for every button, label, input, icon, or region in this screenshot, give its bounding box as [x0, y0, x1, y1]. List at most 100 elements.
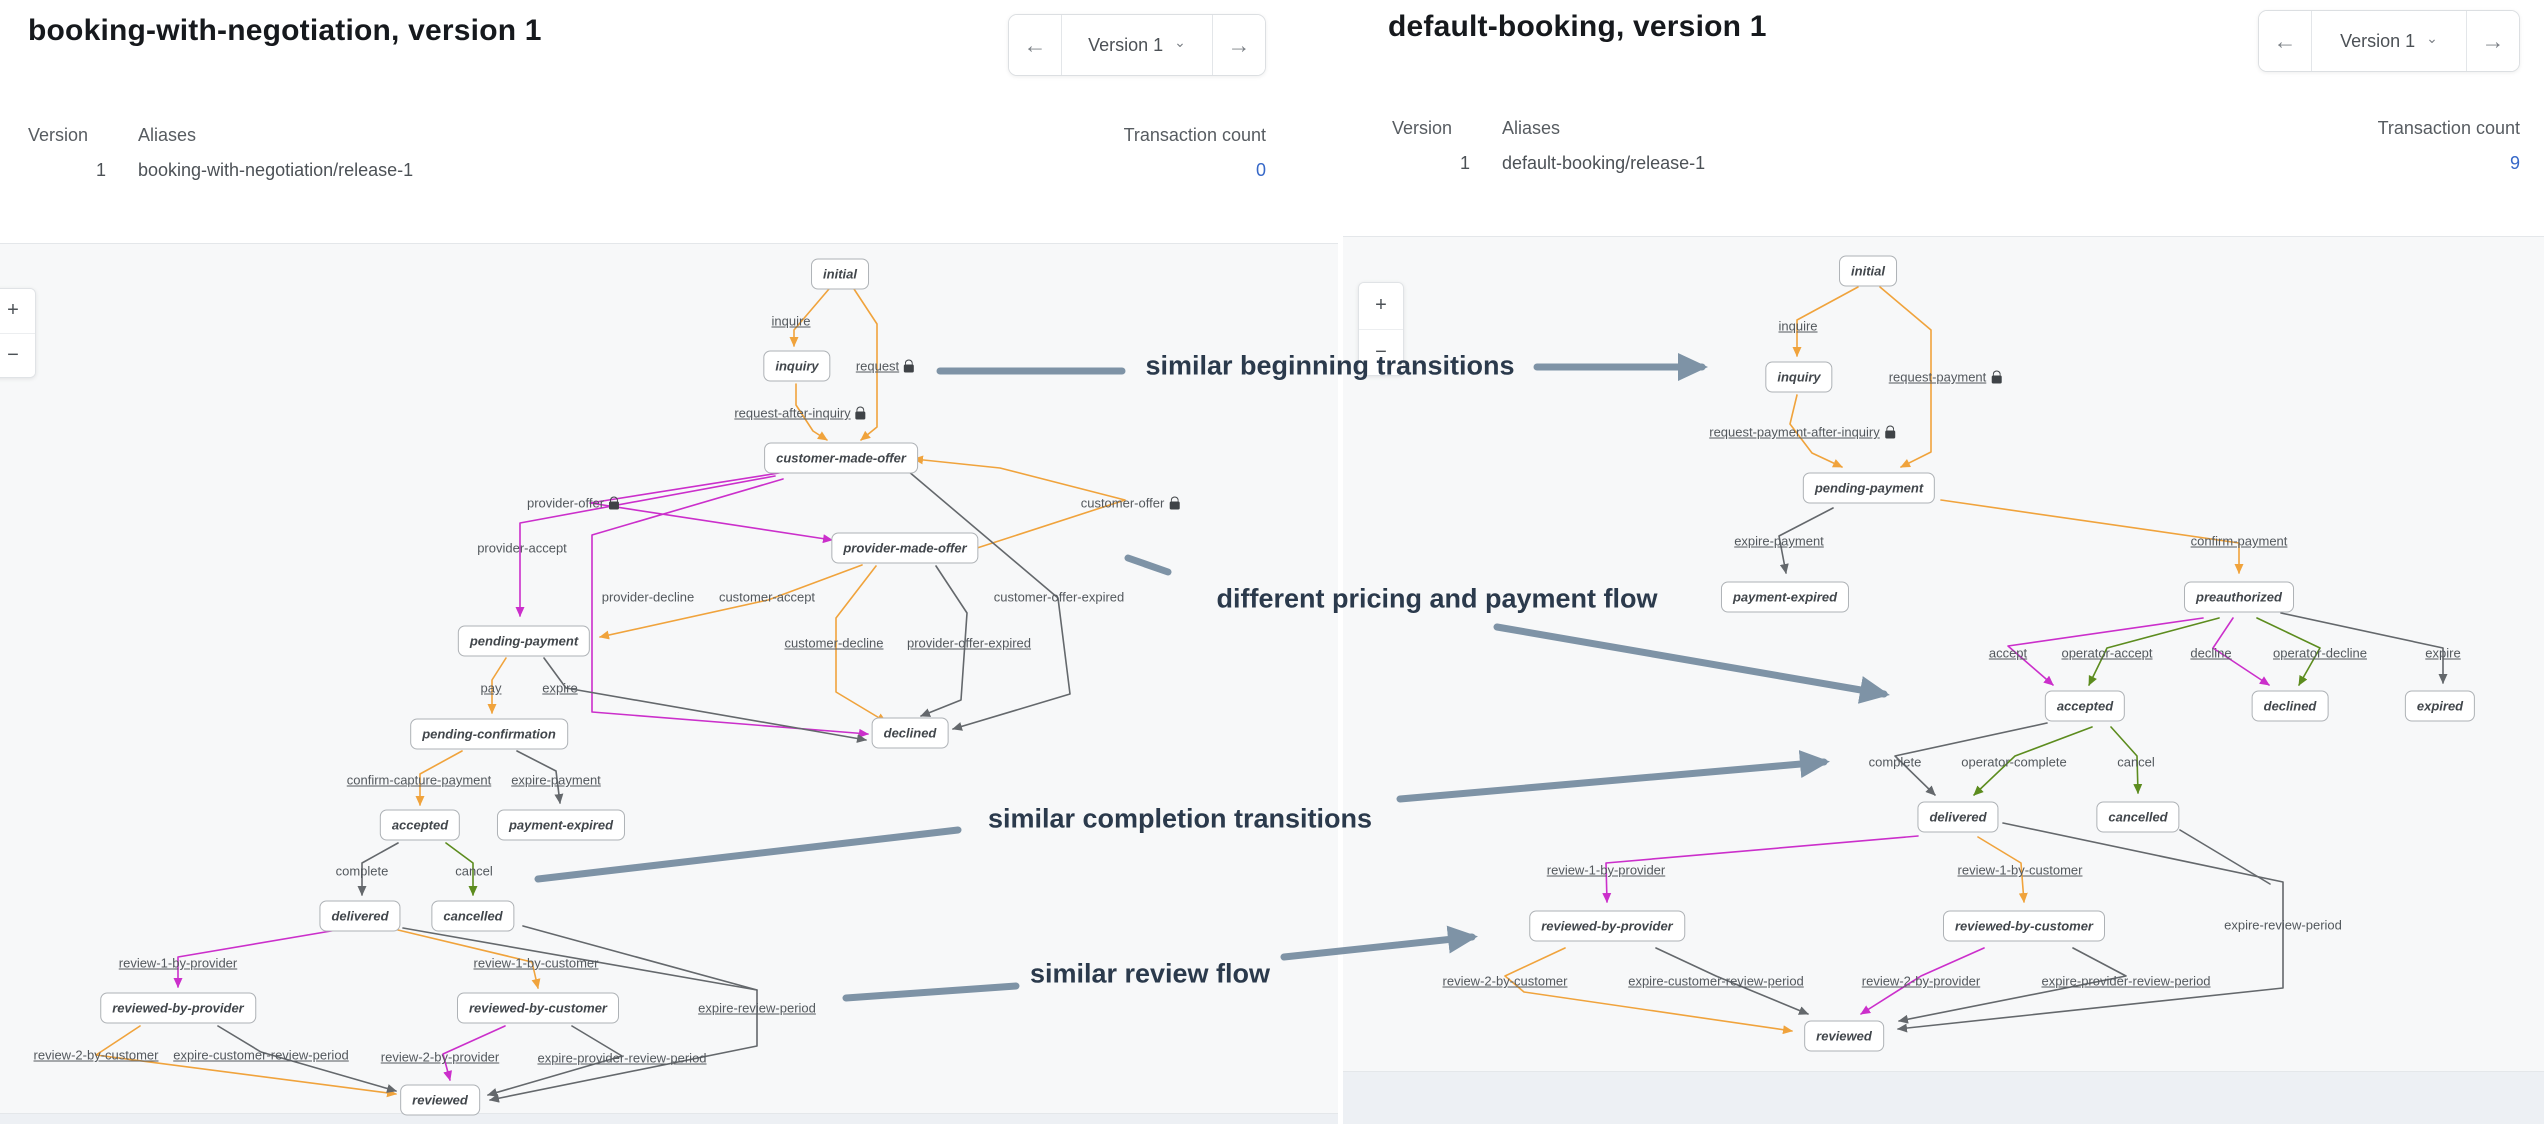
transition-accept[interactable]: accept [1989, 646, 2027, 661]
transition-cancel: cancel [2117, 755, 2155, 770]
transition-label: provider-offer [526, 495, 605, 511]
transition-label[interactable]: review-1-by-provider [118, 955, 238, 971]
transition-operator-accept[interactable]: operator-accept [2061, 646, 2152, 661]
transition-label[interactable]: provider-offer-expired [906, 635, 1032, 651]
transition-expire-review-period[interactable]: expire-review-period [698, 1001, 816, 1016]
transaction-count-link[interactable]: 0 [1255, 160, 1266, 180]
transition-label[interactable]: request-after-inquiry [734, 405, 851, 421]
version-select[interactable]: Version 1 ⌄ [1061, 15, 1213, 75]
transition-label[interactable]: confirm-payment [2190, 533, 2288, 549]
transition-customer-decline[interactable]: customer-decline [785, 636, 884, 651]
state-node-inquiry: inquiry [763, 350, 831, 382]
zoom-out-button[interactable]: − [0, 332, 35, 377]
transition-provider-offer-expired[interactable]: provider-offer-expired [907, 636, 1031, 651]
transition-expire-customer-review-period[interactable]: expire-customer-review-period [1628, 974, 1804, 989]
version-cell: 1 [95, 160, 106, 180]
transition-request-payment[interactable]: request-payment [1889, 370, 2002, 385]
transition-label[interactable]: expire-payment [1734, 533, 1824, 549]
transition-request-after-inquiry[interactable]: request-after-inquiry [734, 405, 866, 421]
transition-label[interactable]: review-1-by-provider [1546, 862, 1666, 878]
page-title: default-booking, version 1 [1388, 10, 1767, 43]
transition-pay[interactable]: pay [481, 681, 502, 696]
transition-label[interactable]: decline [2190, 645, 2232, 661]
transition-label: provider-decline [601, 589, 695, 605]
prev-version-button[interactable]: ← [2259, 11, 2311, 71]
transition-expire-customer-review-period[interactable]: expire-customer-review-period [173, 1048, 349, 1063]
transition-label[interactable]: review-1-by-customer [1957, 862, 2083, 878]
transition-label[interactable]: expire-provider-review-period [537, 1050, 707, 1066]
transition-expire-provider-review-period[interactable]: expire-provider-review-period [537, 1051, 706, 1066]
annotation-text: similar review flow [1029, 958, 1271, 989]
transition-confirm-payment[interactable]: confirm-payment [2191, 534, 2288, 549]
state-node-pending-confirmation: pending-confirmation [410, 718, 568, 750]
col-header-transaction-count: Transaction count [2377, 118, 2520, 138]
prev-version-button[interactable]: ← [1009, 15, 1061, 75]
right-arrow-icon: → [1227, 31, 1251, 58]
transition-label[interactable]: customer-decline [784, 635, 884, 651]
transaction-count-link[interactable]: 9 [2509, 153, 2520, 173]
transition-review-2-by-customer[interactable]: review-2-by-customer [1443, 974, 1568, 989]
transition-operator-complete: operator-complete [1961, 755, 2067, 770]
next-version-button[interactable]: → [2467, 11, 2519, 71]
transition-review-1-by-provider[interactable]: review-1-by-provider [1547, 863, 1665, 878]
transition-label[interactable]: accept [1988, 645, 2028, 661]
transition-label[interactable]: request-payment [1888, 369, 1987, 385]
transition-expire-payment[interactable]: expire-payment [511, 773, 601, 788]
transition-label[interactable]: review-2-by-provider [1861, 973, 1981, 989]
transition-label[interactable]: pay [480, 680, 502, 696]
transition-request-payment-after-inquiry[interactable]: request-payment-after-inquiry [1709, 425, 1895, 440]
table-row: 1 default-booking/release-1 9 [1392, 153, 2520, 174]
zoom-out-button[interactable]: − [1359, 328, 1403, 375]
transition-label[interactable]: expire-customer-review-period [1628, 973, 1804, 989]
transition-label[interactable]: expire-payment [511, 772, 601, 788]
transition-request[interactable]: request [855, 358, 915, 374]
col-header-aliases: Aliases [1502, 118, 1561, 138]
transition-decline[interactable]: decline [2190, 646, 2231, 661]
transition-inquire[interactable]: inquire [771, 314, 810, 329]
state-node-cancelled: cancelled [2096, 801, 2180, 833]
zoom-in-button[interactable]: + [0, 289, 35, 333]
versions-table: Version Aliases Transaction count 1 defa… [1392, 118, 2520, 174]
transition-label: cancel [455, 863, 493, 879]
transition-label[interactable]: review-2-by-customer [1442, 973, 1568, 989]
transition-operator-decline[interactable]: operator-decline [2273, 646, 2367, 661]
annotation-text: similar beginning transitions [1145, 350, 1515, 381]
transition-label[interactable]: request [855, 358, 900, 374]
transition-review-2-by-provider[interactable]: review-2-by-provider [1862, 974, 1980, 989]
transition-label[interactable]: expire-provider-review-period [2041, 973, 2211, 989]
zoom-in-button[interactable]: + [1359, 283, 1403, 329]
next-version-button[interactable]: → [1213, 15, 1265, 75]
version-cell: 1 [1459, 153, 1470, 173]
transition-label[interactable]: inquire [1778, 318, 1818, 334]
transition-review-1-by-provider[interactable]: review-1-by-provider [119, 956, 237, 971]
transition-expire-payment[interactable]: expire-payment [1734, 534, 1824, 549]
transition-label[interactable]: expire [2425, 645, 2461, 661]
version-select[interactable]: Version 1 ⌄ [2311, 11, 2467, 71]
transition-label[interactable]: inquire [771, 313, 811, 329]
transition-label[interactable]: review-2-by-provider [380, 1049, 500, 1065]
transition-label[interactable]: operator-accept [2061, 645, 2153, 661]
transition-review-1-by-customer[interactable]: review-1-by-customer [474, 956, 599, 971]
transition-expire[interactable]: expire [2425, 646, 2460, 661]
transition-confirm-capture-payment[interactable]: confirm-capture-payment [347, 773, 492, 788]
transition-label: complete [335, 863, 389, 879]
transition-review-1-by-customer[interactable]: review-1-by-customer [1958, 863, 2083, 878]
transition-label[interactable]: expire-review-period [698, 1000, 816, 1016]
transition-label[interactable]: confirm-capture-payment [346, 772, 492, 788]
version-select-label: Version 1 [2340, 30, 2416, 51]
transition-expire[interactable]: expire [542, 681, 577, 696]
transition-label[interactable]: request-payment-after-inquiry [1709, 424, 1880, 440]
footer-strip [0, 1113, 1338, 1124]
transition-expire-provider-review-period[interactable]: expire-provider-review-period [2041, 974, 2210, 989]
transition-label[interactable]: review-2-by-customer [33, 1047, 159, 1063]
transition-customer-offer-expired: customer-offer-expired [994, 590, 1125, 605]
transition-label[interactable]: expire [542, 680, 578, 696]
transition-label[interactable]: expire-customer-review-period [173, 1047, 349, 1063]
transition-label[interactable]: review-1-by-customer [473, 955, 599, 971]
transition-inquire[interactable]: inquire [1778, 319, 1817, 334]
state-node-pending-payment: pending-payment [1802, 472, 1936, 504]
transition-label[interactable]: operator-decline [2273, 645, 2367, 661]
transition-review-2-by-customer[interactable]: review-2-by-customer [34, 1048, 159, 1063]
left-arrow-icon: ← [2273, 27, 2297, 54]
transition-review-2-by-provider[interactable]: review-2-by-provider [381, 1050, 499, 1065]
